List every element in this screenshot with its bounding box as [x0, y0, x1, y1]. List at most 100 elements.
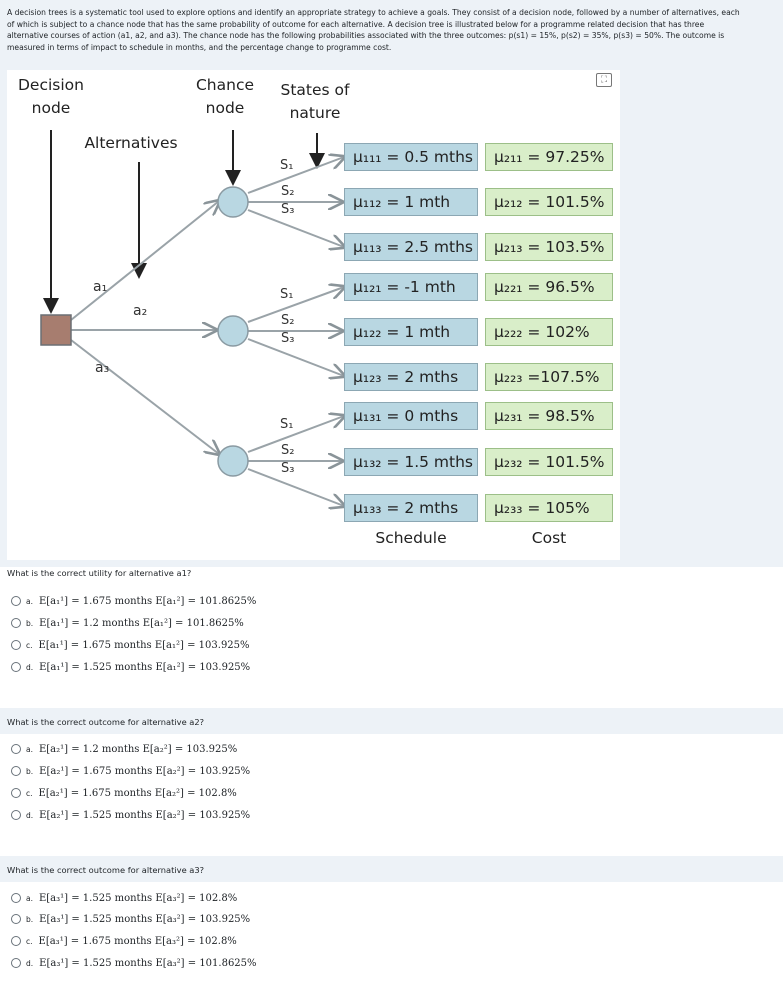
chance-label-line2: node	[205, 99, 245, 117]
state-s1-label: S₁	[280, 287, 294, 302]
radio-button[interactable]	[11, 766, 21, 776]
states-label-line2: nature	[289, 104, 341, 122]
radio-button[interactable]	[11, 958, 21, 968]
expand-icon[interactable]: ⛶	[596, 73, 612, 87]
schedule-column-label: Schedule	[375, 529, 447, 547]
decision-node	[40, 314, 72, 346]
question-3-prompt: What is the correct outcome for alternat…	[7, 865, 205, 875]
answer-option[interactable]: c.E[a₂¹] = 1.675 months E[a₂²] = 102.8%	[11, 784, 237, 802]
state-s3-label: S₃	[281, 461, 295, 476]
intro-text: A decision trees is a systematic tool us…	[7, 8, 740, 52]
cost-outcome-box: μ₂₁₃ = 103.5%	[485, 233, 613, 261]
option-letter: d.	[26, 958, 34, 968]
answer-option[interactable]: c. E[a₃¹] = 1.675 months E[a₃²] = 102.8%	[11, 932, 237, 950]
answer-option[interactable]: d. E[a₂¹] = 1.525 months E[a₂²] = 103.925…	[11, 806, 250, 824]
alternative-a3-label: a₃	[95, 360, 110, 376]
radio-button[interactable]	[11, 788, 21, 798]
answer-option[interactable]: b. E[a₁¹] = 1.2 months E[a₁²] = 101.8625%	[11, 614, 244, 632]
cost-outcome-box: μ₂₃₁ = 98.5%	[485, 402, 613, 430]
option-formula: E[a₃¹] = 1.525 months E[a₃²] = 101.8625%	[39, 957, 257, 969]
state-s2-label: S₂	[281, 443, 295, 458]
alternatives-label: Alternatives	[84, 134, 178, 152]
radio-button[interactable]	[11, 596, 21, 606]
radio-button[interactable]	[11, 640, 21, 650]
option-formula: E[a₃¹] = 1.525 months E[a₃²] = 102.8%	[38, 892, 238, 904]
radio-button[interactable]	[11, 744, 21, 754]
answer-option[interactable]: a. E[a₁¹] = 1.675 months E[a₁²] = 101.862…	[11, 592, 256, 610]
option-letter: b.	[26, 618, 34, 628]
question-2-options: a.E[a₂¹] = 1.2 months E[a₂²] = 103.925% …	[0, 734, 783, 834]
option-formula: E[a₁¹] = 1.675 months E[a₁²] = 101.8625%	[38, 595, 257, 607]
schedule-outcome-box: μ₁₂₁ = -1 mth	[344, 273, 478, 301]
answer-option[interactable]: b. E[a₃¹] = 1.525 months E[a₃²] = 103.925…	[11, 910, 250, 928]
schedule-outcome-box: μ₁₃₁ = 0 mths	[344, 402, 478, 430]
decision-label-line1: Decision	[18, 76, 84, 94]
option-letter: a.	[26, 893, 33, 903]
option-letter: c.	[26, 936, 33, 946]
schedule-outcome-box: μ₁₁₂ = 1 mth	[344, 188, 478, 216]
states-label-line1: States of	[280, 81, 350, 99]
radio-button[interactable]	[11, 893, 21, 903]
option-letter: a.	[26, 744, 33, 754]
option-letter: a.	[26, 596, 33, 606]
answer-option[interactable]: d.E[a₁¹] = 1.525 months E[a₁²] = 103.925…	[11, 658, 250, 676]
radio-button[interactable]	[11, 662, 21, 672]
radio-button[interactable]	[11, 618, 21, 628]
state-s2-label: S₂	[281, 184, 295, 199]
cost-outcome-box: μ₂₁₁ = 97.25%	[485, 143, 613, 171]
cost-outcome-box: μ₂₂₂ = 102%	[485, 318, 613, 346]
state-s3-label: S₃	[281, 331, 295, 346]
chance-node-label: Chance node	[187, 74, 263, 120]
answer-option[interactable]: b. E[a₂¹] = 1.675 months E[a₂²] = 103.925…	[11, 762, 250, 780]
option-formula: E[a₂¹] = 1.675 months E[a₂²] = 103.925%	[39, 765, 251, 777]
cost-outcome-box: μ₂₁₂ = 101.5%	[485, 188, 613, 216]
option-letter: d.	[26, 810, 34, 820]
chance-node-2	[217, 315, 249, 347]
cost-outcome-box: μ₂₃₂ = 101.5%	[485, 448, 613, 476]
question-2-prompt: What is the correct outcome for alternat…	[7, 717, 205, 727]
question-1-prompt: What is the correct utility for alternat…	[7, 568, 192, 578]
cost-column-label: Cost	[531, 529, 567, 547]
option-letter: c.	[26, 788, 33, 798]
radio-button[interactable]	[11, 810, 21, 820]
alternative-a2-label: a₂	[133, 303, 148, 319]
option-formula: E[a₃¹] = 1.525 months E[a₃²] = 103.925%	[39, 913, 251, 925]
chance-node-1	[217, 186, 249, 218]
schedule-outcome-box: μ₁₃₃ = 2 mths	[344, 494, 478, 522]
radio-button[interactable]	[11, 914, 21, 924]
schedule-outcome-box: μ₁₂₂ = 1 mth	[344, 318, 478, 346]
cost-outcome-box: μ₂₃₃ = 105%	[485, 494, 613, 522]
states-of-nature-label: States of nature	[269, 79, 361, 125]
chance-node-3	[217, 445, 249, 477]
question-3-options: a.E[a₃¹] = 1.525 months E[a₃²] = 102.8% …	[0, 882, 783, 996]
option-formula: E[a₁¹] = 1.2 months E[a₁²] = 101.8625%	[39, 617, 244, 629]
state-s3-label: S₃	[281, 202, 295, 217]
schedule-outcome-box: μ₁₃₂ = 1.5 mths	[344, 448, 478, 476]
option-letter: c.	[26, 640, 33, 650]
answer-option[interactable]: a. E[a₂¹] = 1.2 months E[a₂²] = 103.925%	[11, 740, 237, 758]
option-letter: b.	[26, 914, 34, 924]
radio-button[interactable]	[11, 936, 21, 946]
schedule-outcome-box: μ₁₁₃ = 2.5 mths	[344, 233, 478, 261]
option-formula: E[a₂¹] = 1.525 months E[a₂²] = 103.925%	[39, 809, 251, 821]
tree-lines	[40, 130, 620, 560]
answer-option[interactable]: d. E[a₃¹] = 1.525 months E[a₃²] = 101.862…	[11, 954, 257, 972]
question-3-header: What is the correct outcome for alternat…	[0, 856, 783, 882]
decision-tree-diagram: Decision node Chance node States of natu…	[7, 70, 620, 560]
option-formula: E[a₂¹] = 1.2 months E[a₂²] = 103.925%	[38, 743, 238, 755]
state-s1-label: S₁	[280, 417, 294, 432]
schedule-outcome-box: μ₁₂₃ = 2 mths	[344, 363, 478, 391]
question-2-header: What is the correct outcome for alternat…	[0, 708, 783, 734]
state-s2-label: S₂	[281, 313, 295, 328]
answer-option[interactable]: a. E[a₃¹] = 1.525 months E[a₃²] = 102.8%	[11, 889, 237, 907]
cost-outcome-box: μ₂₂₁ = 96.5%	[485, 273, 613, 301]
option-letter: d.	[26, 662, 34, 672]
option-letter: b.	[26, 766, 34, 776]
alternative-a1-label: a₁	[93, 279, 108, 295]
answer-option[interactable]: c.E[a₁¹] = 1.675 months E[a₁²] = 103.925…	[11, 636, 250, 654]
cost-outcome-box: μ₂₂₃ =107.5%	[485, 363, 613, 391]
chance-label-line1: Chance	[195, 76, 255, 94]
option-formula: E[a₃¹] = 1.675 months E[a₃²] = 102.8%	[38, 935, 237, 947]
decision-node-label: Decision node	[7, 74, 95, 120]
state-s1-label: S₁	[280, 158, 294, 173]
